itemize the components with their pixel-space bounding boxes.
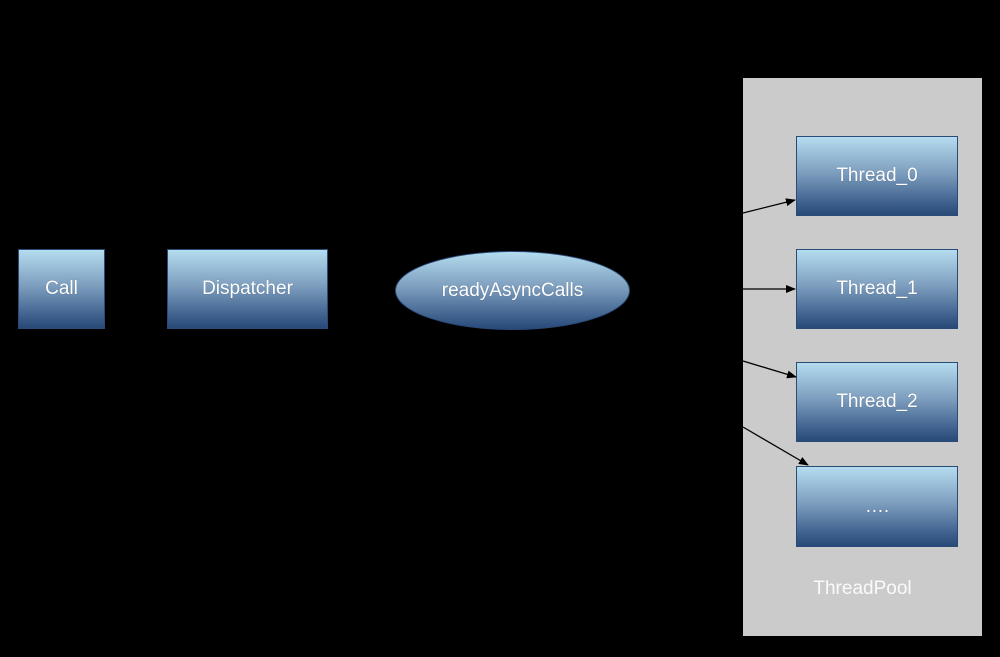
ready-async-calls-node: readyAsyncCalls [395,251,630,330]
thread-node-2: Thread_2 [796,362,958,442]
thread-pool-label: ThreadPool [813,578,912,599]
call-node: Call [18,249,105,329]
arrow-to-thread-2 [742,360,797,379]
dispatcher-node: Dispatcher [167,249,328,329]
arrow-to-thread-more [742,426,809,466]
arrow-to-thread-0 [742,198,796,214]
thread-node-1: Thread_1 [796,249,958,329]
thread-node-0: Thread_0 [796,136,958,216]
thread-node-more: …. [796,466,958,547]
